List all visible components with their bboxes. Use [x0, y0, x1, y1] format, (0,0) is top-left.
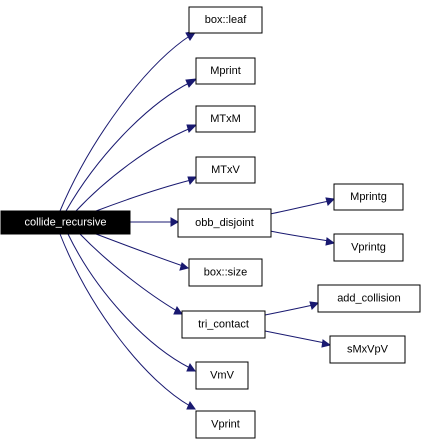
edge-root-to-mprint-arrowhead — [185, 78, 198, 88]
node-obb-disjoint-label: obb_disjoint — [195, 217, 254, 229]
node-vprint-box — [195, 410, 256, 439]
edge-root-to-vprint-arrowhead — [186, 400, 196, 410]
node-smxvpv-box — [329, 335, 406, 364]
node-tri-contact-label: tri_contact — [198, 319, 249, 331]
edge-obb-disjoint-to-mprintg-arrowhead — [325, 197, 336, 206]
node-mprintg[interactable]: Mprintg — [333, 183, 404, 211]
node-box-leaf[interactable]: box::leaf — [188, 6, 263, 34]
edge-root-to-vprint — [59, 233, 191, 407]
node-box-size-box — [188, 258, 263, 287]
node-box-leaf-box — [188, 6, 263, 34]
node-box-size-label: box::size — [204, 267, 247, 279]
node-mprintg-label: Mprintg — [350, 191, 387, 203]
node-box-size[interactable]: box::size — [188, 258, 263, 287]
node-mtxm-label: MTxM — [210, 113, 241, 125]
edge-root-to-tri-contact — [79, 233, 178, 312]
node-smxvpv-label: sMxVpV — [347, 344, 389, 356]
edge-obb-disjoint-to-vprintg-arrowhead — [325, 237, 336, 246]
node-tri-contact[interactable]: tri_contact — [181, 310, 266, 339]
node-add-collision[interactable]: add_collision — [317, 284, 421, 313]
node-mtxv-box — [195, 156, 256, 184]
node-vmv-label: VmV — [210, 370, 235, 382]
edge-root-to-vmv — [67, 233, 191, 369]
node-vprint-label: Vprint — [211, 419, 240, 431]
edge-root-to-vmv-arrowhead — [186, 362, 196, 372]
edge-root-to-mtxm-arrowhead — [186, 124, 198, 133]
node-mtxm[interactable]: MTxM — [195, 105, 256, 133]
edge-obb-disjoint-to-vprintg — [269, 230, 330, 242]
edges — [59, 30, 336, 410]
edge-root-to-mtxm — [75, 127, 192, 212]
edge-root-to-mprint — [65, 81, 192, 212]
edge-root-to-mtxv — [95, 179, 192, 212]
nodes: collide_recursive box::leaf Mprint MTxM … — [0, 6, 421, 439]
node-mtxv-label: MTxV — [211, 164, 240, 176]
edge-tri-contact-to-smxvpv — [264, 330, 326, 344]
edge-root-to-obb-disjoint-arrowhead — [170, 217, 180, 227]
node-mprint[interactable]: Mprint — [195, 57, 256, 85]
node-vprintg-box — [333, 233, 404, 262]
node-smxvpv[interactable]: sMxVpV — [329, 335, 406, 364]
edge-tri-contact-to-smxvpv-arrowhead — [321, 339, 332, 348]
node-vmv-box — [195, 361, 249, 390]
node-mprint-box — [195, 57, 256, 85]
node-vprintg-label: Vprintg — [351, 242, 386, 254]
node-mtxm-box — [195, 105, 256, 133]
node-obb-disjoint-box — [177, 208, 272, 238]
node-tri-contact-box — [181, 310, 266, 339]
node-vmv[interactable]: VmV — [195, 361, 249, 390]
node-add-collision-box — [317, 284, 421, 313]
node-add-collision-label: add_collision — [337, 293, 401, 305]
node-vprint[interactable]: Vprint — [195, 410, 256, 439]
edge-root-to-box-size — [95, 233, 184, 267]
node-collide-recursive-label: collide_recursive — [25, 217, 107, 229]
edge-obb-disjoint-to-mprintg — [269, 200, 330, 215]
node-mtxv[interactable]: MTxV — [195, 156, 256, 184]
node-collide-recursive[interactable]: collide_recursive — [0, 210, 131, 235]
edge-root-to-tri-contact-arrowhead — [173, 305, 183, 315]
node-mprintg-box — [333, 183, 404, 211]
node-mprint-label: Mprint — [210, 65, 241, 77]
node-obb-disjoint[interactable]: obb_disjoint — [177, 208, 272, 238]
node-vprintg[interactable]: Vprintg — [333, 233, 404, 262]
edge-tri-contact-to-add-collision — [264, 304, 314, 316]
edge-root-to-box-leaf — [59, 34, 192, 212]
node-box-leaf-label: box::leaf — [205, 14, 248, 26]
edge-root-to-box-size-arrowhead — [179, 262, 190, 271]
node-collide-recursive-box — [0, 210, 131, 235]
edge-tri-contact-to-add-collision-arrowhead — [309, 301, 320, 310]
edge-root-to-mtxv-arrowhead — [187, 176, 198, 186]
